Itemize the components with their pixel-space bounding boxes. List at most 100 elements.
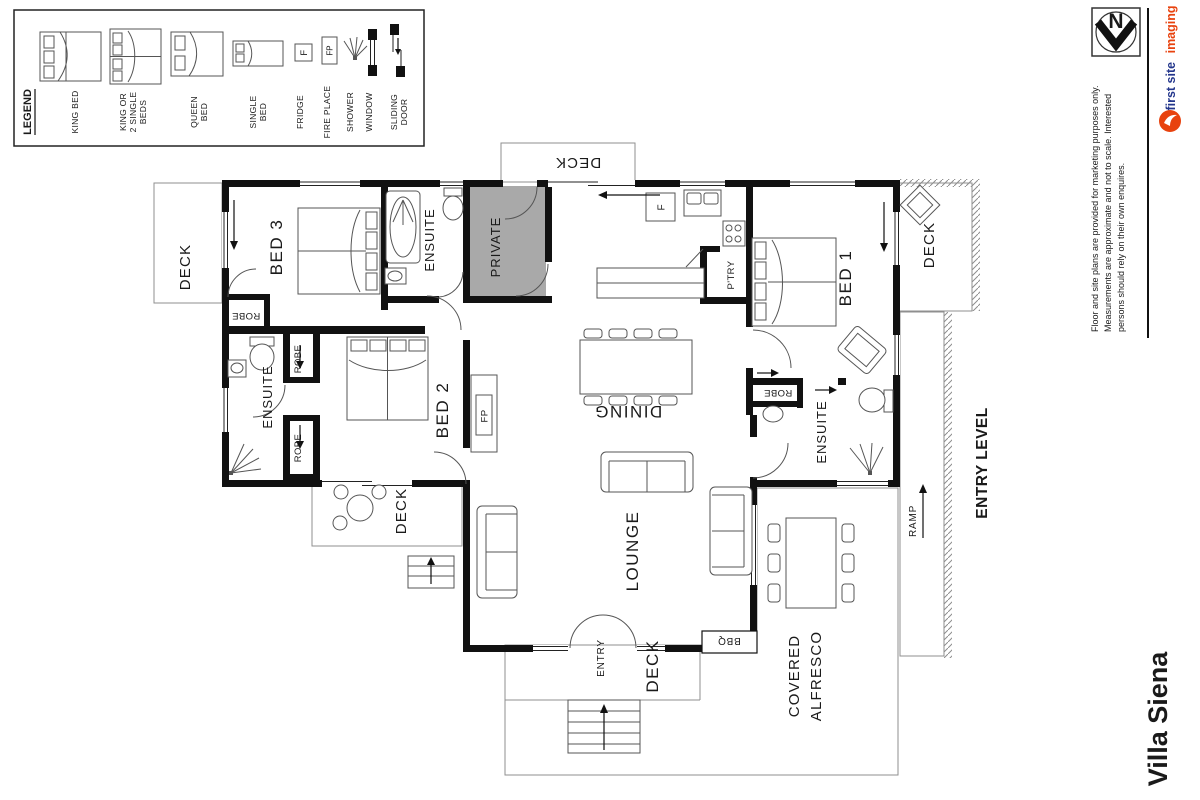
- window-top-ensuite3: [440, 180, 463, 187]
- ensuite1-basin: [762, 405, 784, 423]
- door-pantry: [685, 248, 704, 268]
- ensuite-left-toilet: [249, 336, 275, 371]
- disclaimer-line-3: persons should rely on their own enquire…: [1116, 163, 1126, 332]
- legend-king-or-2-single-icon: [109, 28, 162, 85]
- door-bed2-entry: [433, 451, 467, 485]
- legend-single-bed-label-1: SINGLE: [248, 95, 258, 128]
- bed3-bed: [297, 207, 381, 295]
- robe-hall2-label: ROBE: [293, 434, 304, 463]
- ensuite-left-label: ENSUITE: [260, 365, 275, 428]
- legend-shower-icon: [343, 36, 368, 60]
- hall-robe1-arrow: [296, 345, 304, 369]
- bed1-label: BED 1: [836, 250, 855, 307]
- legend-sliding-door-label-2: DOOR: [399, 99, 409, 126]
- window-top-bed3: [300, 180, 360, 187]
- ensuite-left-shower: [229, 443, 262, 475]
- ensuite1-label: ENSUITE: [814, 400, 829, 463]
- hall-robe2-arrow: [296, 425, 304, 449]
- ramp-label: RAMP: [908, 505, 919, 537]
- ensuite-left-basin: [227, 359, 247, 378]
- walls: [222, 180, 900, 652]
- window-right-ensuite1: [893, 335, 900, 375]
- brand-logo: first site imaging: [1159, 5, 1181, 132]
- direction-arrows: [230, 191, 927, 538]
- outdoor-areas: [153, 142, 980, 776]
- deck-bed2-stairs: [407, 555, 455, 589]
- legend-single-bed-label-2: BED: [258, 103, 268, 121]
- window-lounge-bottom-left: [533, 645, 568, 652]
- door-private-top: [504, 186, 538, 220]
- legend-fire-place-label: FIRE PLACE: [322, 86, 332, 139]
- brand-secondary: imaging: [1164, 5, 1178, 53]
- legend-sliding-door-icon: [390, 24, 405, 77]
- furniture: F FP: [227, 184, 941, 754]
- brand-primary: first site: [1164, 62, 1178, 111]
- door-ensuite-left: [252, 384, 286, 418]
- legend-fridge-label: FRIDGE: [295, 95, 305, 129]
- lounge-sofa-top: [600, 451, 694, 493]
- ensuite3-basin: [384, 267, 407, 285]
- legend-queen-bed-icon: [170, 31, 224, 77]
- ensuite3-toilet: [442, 187, 464, 221]
- legend-king-or-2-single-label-3: BEDS: [138, 100, 148, 124]
- legend-single-bed-icon: [232, 40, 284, 67]
- door-entry-left: [569, 614, 604, 649]
- slider-top-deck: [548, 180, 635, 187]
- deck-bed2-label: DECK: [393, 488, 410, 534]
- window-left-bed3: [222, 212, 229, 268]
- disclaimer: Floor and site plans are provided for ma…: [1090, 86, 1126, 332]
- door-bed1-entry: [752, 329, 792, 369]
- legend-box: LEGEND KING BED KING OR 2 SINGLE BEDS: [13, 9, 425, 147]
- door-entry-right: [602, 614, 637, 649]
- fireplace-unit: FP: [470, 374, 498, 453]
- north-compass: N: [1091, 7, 1141, 57]
- door-bed3-entry: [426, 295, 462, 331]
- entry-level-label: ENTRY LEVEL: [974, 407, 991, 518]
- legend-fridge-icon: F: [294, 43, 313, 62]
- compass-n: N: [1108, 10, 1123, 33]
- disclaimer-line-1: Floor and site plans are provided for ma…: [1090, 86, 1100, 332]
- deck-left-label: DECK: [177, 244, 194, 290]
- margin-divider: [1147, 8, 1149, 338]
- robe-bed3-label: ROBE: [232, 310, 261, 321]
- plan-title: Villa Siena: [1143, 651, 1173, 787]
- door-robe-bed3: [227, 268, 257, 298]
- robe-bed1-label: ROBE: [764, 387, 793, 398]
- robe-hall1-label: ROBE: [293, 345, 304, 374]
- alfresco-label-1: COVERED: [786, 635, 803, 718]
- doors: [227, 186, 792, 649]
- door-lounge-alfresco: [752, 442, 789, 479]
- windows: [222, 180, 900, 652]
- slider-bed2-deck: [322, 480, 412, 487]
- legend-window-icon: [368, 29, 377, 76]
- svg-text:FP: FP: [480, 410, 491, 423]
- lounge-label: LOUNGE: [623, 511, 642, 592]
- window-right-bed1: [893, 212, 900, 265]
- private-label: PRIVATE: [488, 217, 503, 278]
- kitchen-cooktop: [722, 220, 746, 247]
- ramp-arrow: [919, 484, 927, 538]
- legend-queen-bed-label-1: QUEEN: [189, 96, 199, 128]
- bed3-label: BED 3: [267, 219, 286, 276]
- pantry-label: P'TRY: [726, 260, 737, 289]
- legend-king-or-2-single-label-1: KING OR: [118, 93, 128, 131]
- legend-shower-label: SHOWER: [345, 92, 355, 132]
- svg-text:first site imaging: first site imaging: [1164, 5, 1178, 110]
- legend-heading: LEGEND: [22, 89, 34, 135]
- room-labels: BED 3 BED 2 BED 1 ENSUITE ENSUITE ENSUIT…: [177, 154, 938, 721]
- ensuite1-shower: [849, 442, 884, 475]
- bbq-unit: [701, 630, 758, 654]
- ensuite3-label: ENSUITE: [422, 208, 437, 271]
- legend-fire-place-icon: FP: [321, 36, 338, 65]
- bed3-window-arrow: [230, 200, 238, 250]
- svg-text:F: F: [657, 204, 668, 211]
- bbq-label: BBQ: [717, 635, 741, 646]
- dining-label: DINING: [594, 402, 663, 421]
- deck-slider-arrow: [598, 191, 660, 199]
- deck-bed2-table: [332, 484, 387, 531]
- ensuite1-slider-arrow: [815, 386, 837, 394]
- legend-window-label: WINDOW: [364, 92, 374, 131]
- ensuite1-toilet: [858, 387, 894, 413]
